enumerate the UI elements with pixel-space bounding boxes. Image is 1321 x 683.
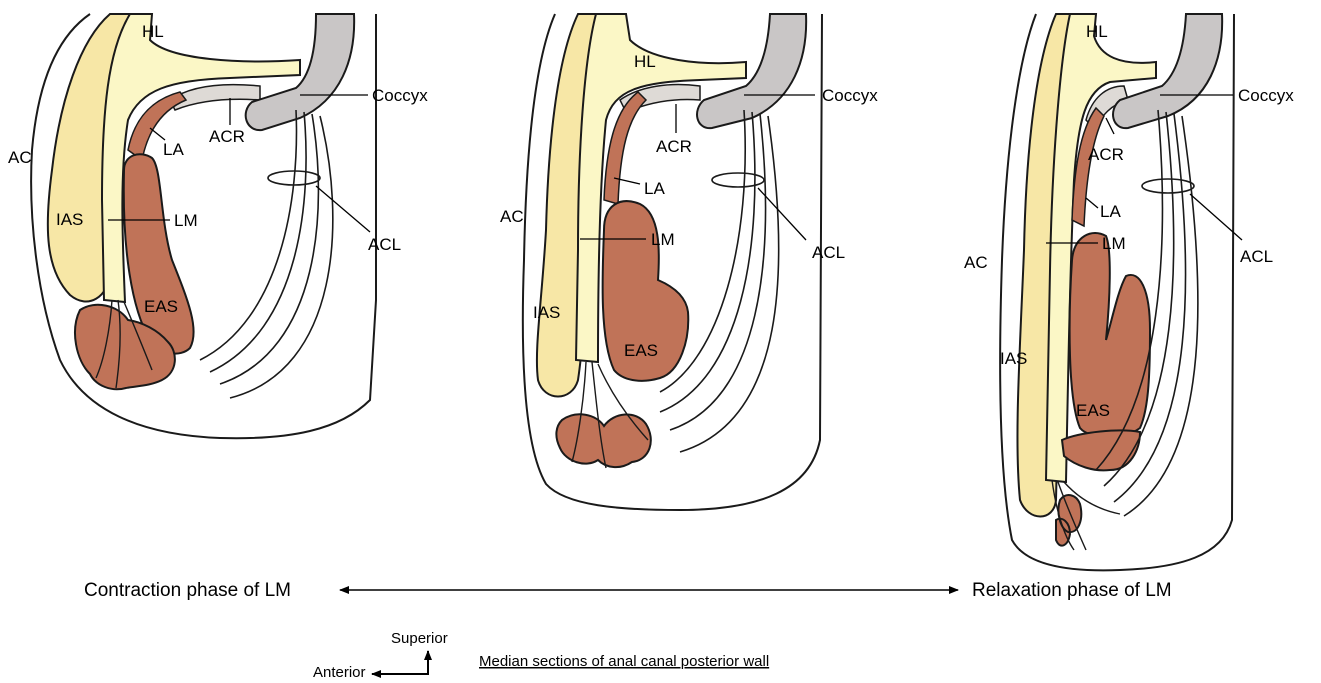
label-lm: LM xyxy=(651,230,675,249)
superior-label: Superior xyxy=(391,630,448,647)
label-ias: IAS xyxy=(56,210,83,229)
label-ias: IAS xyxy=(1000,349,1027,368)
phase-axis: Contraction phase of LM Relaxation phase… xyxy=(84,580,1172,601)
label-la: LA xyxy=(1100,202,1121,221)
label-acr: ACR xyxy=(656,137,692,156)
anterior-label: Anterior xyxy=(313,664,366,681)
label-acl: ACL xyxy=(368,235,401,254)
label-eas: EAS xyxy=(624,341,658,360)
orientation-indicator: Superior Anterior xyxy=(313,630,448,681)
contraction-phase-label: Contraction phase of LM xyxy=(84,580,291,601)
label-acr: ACR xyxy=(1088,145,1124,164)
label-lm: LM xyxy=(174,211,198,230)
panel-relaxation: HL Coccyx AC ACR LA IAS LM ACL EAS xyxy=(964,14,1294,570)
label-hl: HL xyxy=(1086,22,1108,41)
label-eas: EAS xyxy=(1076,401,1110,420)
figure-caption: Median sections of anal canal posterior … xyxy=(479,653,769,670)
label-la: LA xyxy=(163,140,184,159)
label-la: LA xyxy=(644,179,665,198)
label-coccyx: Coccyx xyxy=(1238,86,1294,105)
panel-intermediate: HL Coccyx AC ACR LA IAS LM ACL EAS xyxy=(500,14,878,510)
label-coccyx: Coccyx xyxy=(822,86,878,105)
label-acl: ACL xyxy=(1240,247,1273,266)
label-coccyx: Coccyx xyxy=(372,86,428,105)
label-eas: EAS xyxy=(144,297,178,316)
label-ac: AC xyxy=(500,207,524,226)
label-ac: AC xyxy=(964,253,988,272)
label-acr: ACR xyxy=(209,127,245,146)
label-ac: AC xyxy=(8,148,32,167)
label-hl: HL xyxy=(634,52,656,71)
label-ias: IAS xyxy=(533,303,560,322)
label-hl: HL xyxy=(142,22,164,41)
label-lm: LM xyxy=(1102,234,1126,253)
relaxation-phase-label: Relaxation phase of LM xyxy=(972,580,1172,601)
label-acl: ACL xyxy=(812,243,845,262)
panel-contraction: HL Coccyx AC ACR LA IAS LM ACL EAS xyxy=(8,14,428,438)
